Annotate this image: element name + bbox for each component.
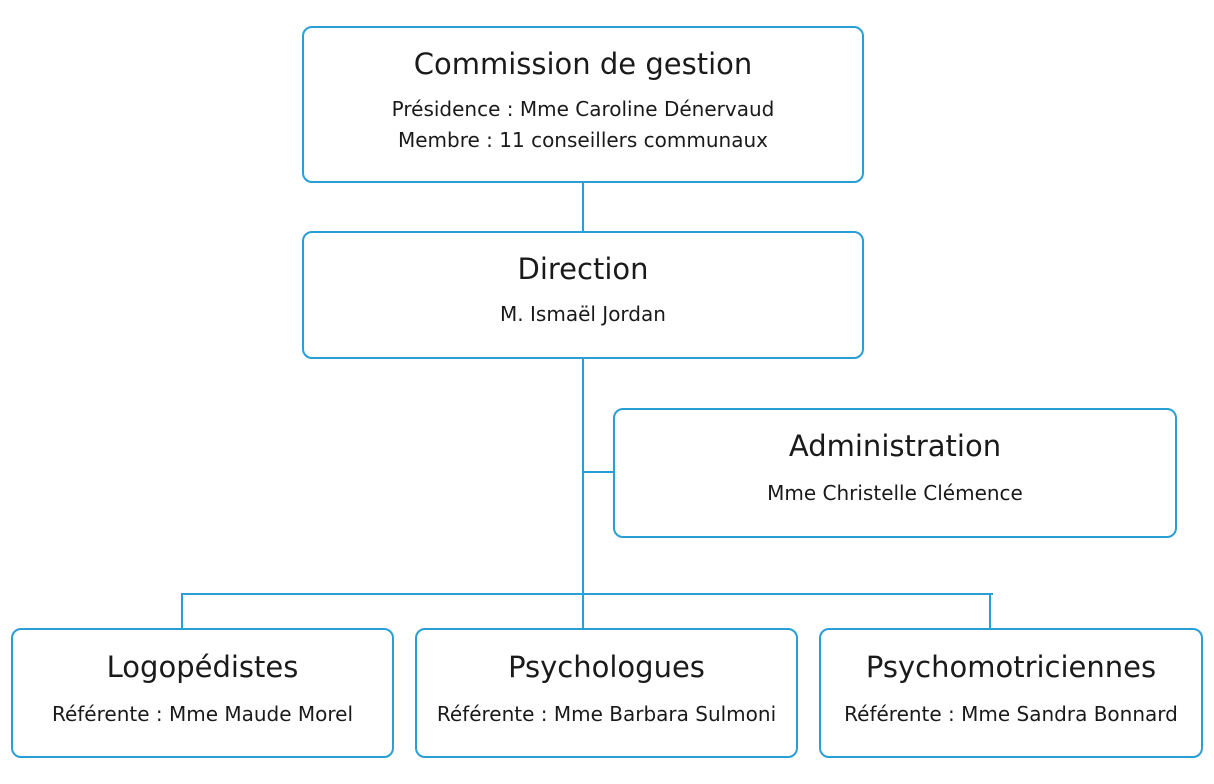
administration-box: Administration Mme Christelle Clémence <box>613 408 1177 538</box>
team-title: Psychomotriciennes <box>865 650 1157 684</box>
commission-membre: Membre : 11 conseillers communaux <box>397 128 768 152</box>
commission-presidence: Présidence : Mme Caroline Dénervaud <box>391 97 775 121</box>
direction-title: Direction <box>517 252 649 286</box>
connector-commission-direction <box>582 182 584 232</box>
connector-logopedistes <box>181 593 183 629</box>
connector-psychomotriciennes <box>989 593 991 629</box>
team-referent: Référente : Mme Sandra Bonnard <box>844 702 1178 726</box>
direction-box: Direction M. Ismaël Jordan <box>302 231 864 359</box>
connector-teams-bar <box>181 593 993 595</box>
team-title: Psychologues <box>508 650 705 684</box>
team-title: Logopédistes <box>106 650 299 684</box>
team-box-psychomotriciennes: Psychomotriciennes Référente : Mme Sandr… <box>819 628 1203 758</box>
team-referent: Référente : Mme Barbara Sulmoni <box>436 702 777 726</box>
commission-title: Commission de gestion <box>413 47 753 81</box>
team-box-psychologues: Psychologues Référente : Mme Barbara Sul… <box>415 628 798 758</box>
connector-administration <box>582 471 615 473</box>
connector-direction-trunk <box>582 358 584 628</box>
team-box-logopedistes: Logopédistes Référente : Mme Maude Morel <box>11 628 394 758</box>
commission-box: Commission de gestion Présidence : Mme C… <box>302 26 864 183</box>
team-referent: Référente : Mme Maude Morel <box>51 702 354 726</box>
administration-title: Administration <box>788 429 1002 463</box>
direction-person: M. Ismaël Jordan <box>500 302 666 326</box>
administration-person: Mme Christelle Clémence <box>767 481 1023 505</box>
